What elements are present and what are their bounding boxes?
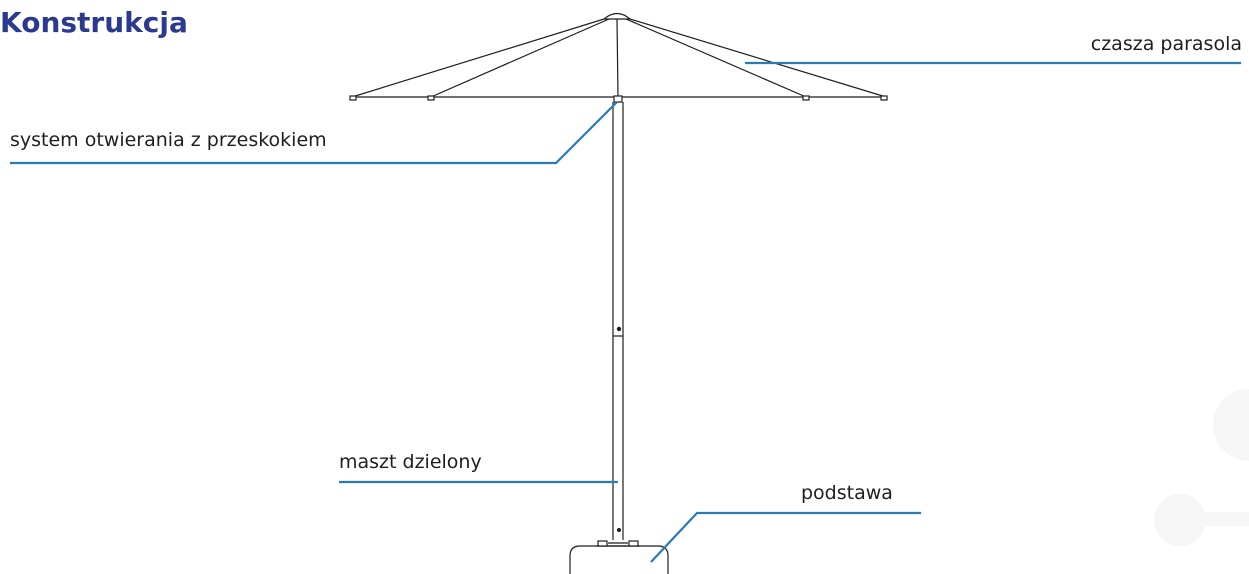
umbrella-mast — [612, 102, 624, 540]
label-canopy: czasza parasola — [1090, 33, 1242, 55]
umbrella-base — [569, 540, 669, 574]
watermark-logo — [1154, 389, 1249, 546]
page-title: Konstrukcja — [0, 6, 188, 39]
label-opening-system: system otwierania z przeskokiem — [10, 129, 327, 151]
label-base: podstawa — [801, 482, 893, 504]
leader-line-opening-system — [10, 101, 618, 165]
leader-lines — [10, 61, 1241, 563]
umbrella-canopy — [349, 12, 888, 103]
label-mast: maszt dzielony — [339, 451, 482, 473]
leader-line-base — [650, 511, 921, 563]
